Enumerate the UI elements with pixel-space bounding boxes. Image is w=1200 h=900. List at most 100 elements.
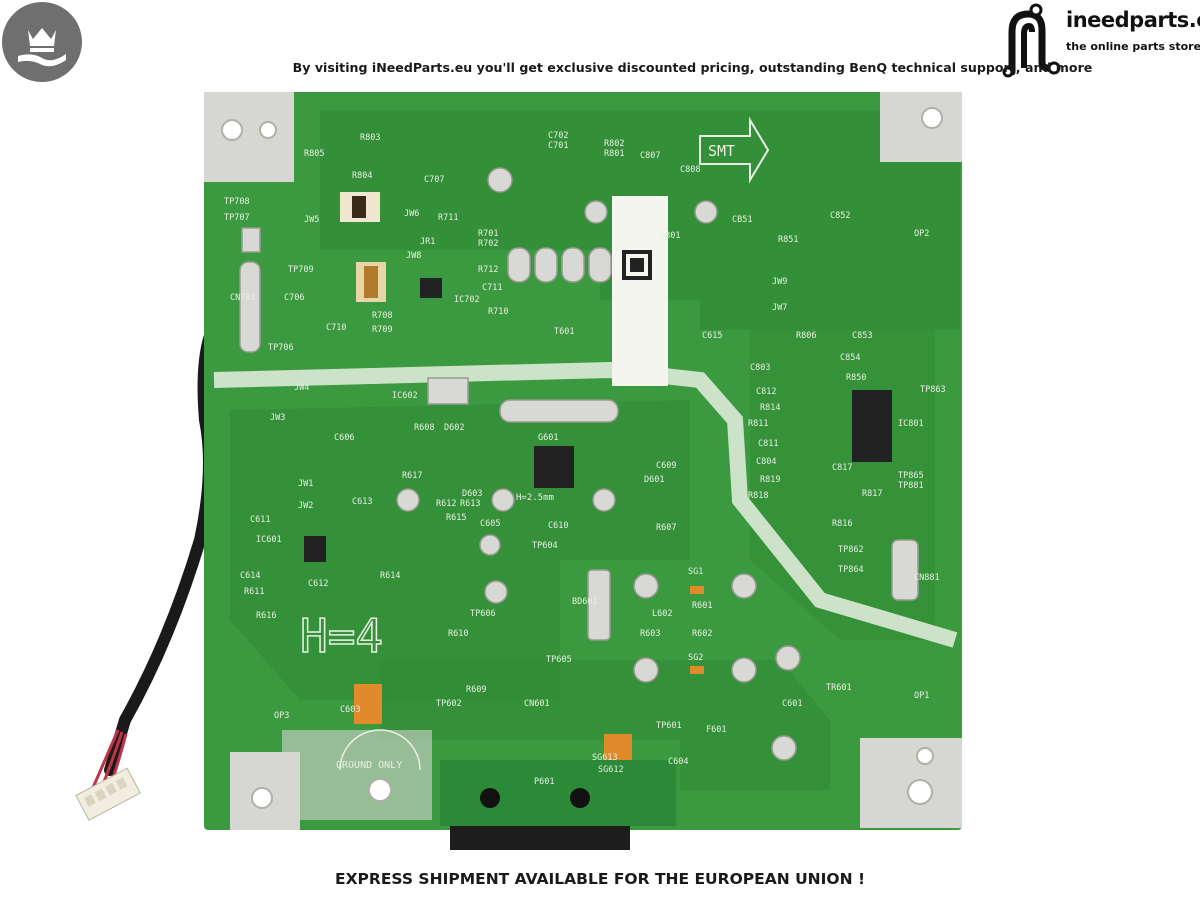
ground-only-label: GROUND ONLY <box>336 760 402 771</box>
ref-designator-c613: C613 <box>352 497 372 507</box>
ref-designator-tp601: TP601 <box>656 721 682 731</box>
ref-designator-c808: C808 <box>680 165 700 175</box>
ref-designator-bd601: BD601 <box>572 597 598 607</box>
ref-designator-sg613: SG613 <box>592 753 618 763</box>
ref-designator-r613: R613 <box>460 499 480 509</box>
ref-designator-sg1: SG1 <box>688 567 703 577</box>
ref-designator-r803: R803 <box>360 133 380 143</box>
ref-designator-r610: R610 <box>448 629 468 639</box>
ref-designator-jw1: JW1 <box>298 479 313 489</box>
ref-designator-tp709: TP709 <box>288 265 314 275</box>
brand-tagline: the online parts store <box>1066 40 1200 53</box>
ref-designator-r710: R710 <box>488 307 508 317</box>
ref-designator-r819: R819 <box>760 475 780 485</box>
ref-designator-r616: R616 <box>256 611 276 621</box>
ref-designator-r814: R814 <box>760 403 780 413</box>
ref-designator-tr601: TR601 <box>826 683 852 693</box>
ref-designator-c811: C811 <box>758 439 778 449</box>
wire-connector <box>75 767 141 821</box>
ref-designator-op2: OP2 <box>914 229 929 239</box>
ref-designator-c610: C610 <box>548 521 568 531</box>
ref-designator-jw6: JW6 <box>404 209 419 219</box>
ref-designator-tp605: TP605 <box>546 655 572 665</box>
ref-designator-c614: C614 <box>240 571 260 581</box>
ref-designator-c706: C706 <box>284 293 304 303</box>
ref-designator-c812: C812 <box>756 387 776 397</box>
ref-designator-c852: C852 <box>830 211 850 221</box>
ref-designator-r614: R614 <box>380 571 400 581</box>
ref-designator-jw8: JW8 <box>406 251 421 261</box>
brand-name: ineedparts.eu <box>1066 8 1200 32</box>
ref-designator-c606: C606 <box>334 433 354 443</box>
ref-designator-c612: C612 <box>308 579 328 589</box>
ref-designator-c701: C701 <box>548 141 568 151</box>
ref-designator-c817: C817 <box>832 463 852 473</box>
ref-designator-ic702: IC702 <box>454 295 480 305</box>
ref-designator-r602: R602 <box>692 629 712 639</box>
ref-designator-r811: R811 <box>748 419 768 429</box>
shipping-banner: EXPRESS SHIPMENT AVAILABLE FOR THE EUROP… <box>334 870 866 888</box>
ref-designator-tp604: TP604 <box>532 541 558 551</box>
ref-designator-r850: R850 <box>846 373 866 383</box>
ref-designator-jw2: JW2 <box>298 501 313 511</box>
ref-designator-cn881: CN881 <box>914 573 940 583</box>
ref-designator-tp606: TP606 <box>470 609 496 619</box>
ref-designator-p601: P601 <box>534 777 554 787</box>
ref-designator-c853: C853 <box>852 331 872 341</box>
smt-label: SMT <box>708 142 735 160</box>
ref-designator-r711: R711 <box>438 213 458 223</box>
ref-designator-r801: R801 <box>604 149 624 159</box>
brand-logo[interactable]: ineedparts.eu the online parts store <box>1002 2 1200 78</box>
ref-designator-r607: R607 <box>656 523 676 533</box>
ref-designator-r601: R601 <box>692 601 712 611</box>
ref-designator-tp864: TP864 <box>838 565 864 575</box>
ref-designator-tp708: TP708 <box>224 197 250 207</box>
ref-designator-jr1: JR1 <box>420 237 435 247</box>
ref-designator-r701: R701 <box>478 229 498 239</box>
ref-designator-tp707: TP707 <box>224 213 250 223</box>
circuit-n-logo-icon <box>1002 3 1061 78</box>
ref-designator-c605: C605 <box>480 519 500 529</box>
ref-designator-r816: R816 <box>832 519 852 529</box>
ref-designator-r802: R802 <box>604 139 624 149</box>
ref-designator-op1: OP1 <box>914 691 929 701</box>
ref-designator-t601: T601 <box>554 327 574 337</box>
ref-designator-tp862: TP862 <box>838 545 864 555</box>
ref-designator-r851: R851 <box>778 235 798 245</box>
ref-designator-sg2: SG2 <box>688 653 703 663</box>
ref-designator-c804: C804 <box>756 457 776 467</box>
ref-designator-ic801: IC801 <box>898 419 924 429</box>
ref-designator-c601: C601 <box>782 699 802 709</box>
ref-designator-r617: R617 <box>402 471 422 481</box>
ref-designator-ic602: IC602 <box>392 391 418 401</box>
ref-designator-c711: C711 <box>482 283 502 293</box>
ref-designator-d602: D602 <box>444 423 464 433</box>
ref-designator-c611: C611 <box>250 515 270 525</box>
ref-designator-r818: R818 <box>748 491 768 501</box>
ref-designator-tp865: TP865 <box>898 471 924 481</box>
ref-designator-jw4: JW4 <box>294 383 309 393</box>
ref-designator-r806: R806 <box>796 331 816 341</box>
crown-on-hand-icon <box>18 28 66 67</box>
ref-designator-r608: R608 <box>414 423 434 433</box>
ref-designator-jw9: JW9 <box>772 277 787 287</box>
ref-designator-jw3: JW3 <box>270 413 285 423</box>
board-height-mark: H=4 <box>300 609 383 663</box>
ref-designator-tp863: TP863 <box>920 385 946 395</box>
ref-designator-r611: R611 <box>244 587 264 597</box>
ref-designator-cn701: CN701 <box>230 293 256 303</box>
power-cable <box>104 324 218 776</box>
ref-designator-r612: R612 <box>436 499 456 509</box>
ref-designator-tp881: TP881 <box>898 481 924 491</box>
ref-designator-r709: R709 <box>372 325 392 335</box>
ref-designator-c615: C615 <box>702 331 722 341</box>
ref-designator-c609: C609 <box>656 461 676 471</box>
ref-designator-l602: L602 <box>652 609 672 619</box>
ref-designator-r609: R609 <box>466 685 486 695</box>
ref-designator-g601: G601 <box>538 433 558 443</box>
ref-designator-cb51: CB51 <box>732 215 752 225</box>
ref-designator-r708: R708 <box>372 311 392 321</box>
ref-designator-d601: D601 <box>644 475 664 485</box>
ref-designator-c803: C803 <box>750 363 770 373</box>
ref-designator-r817: R817 <box>862 489 882 499</box>
